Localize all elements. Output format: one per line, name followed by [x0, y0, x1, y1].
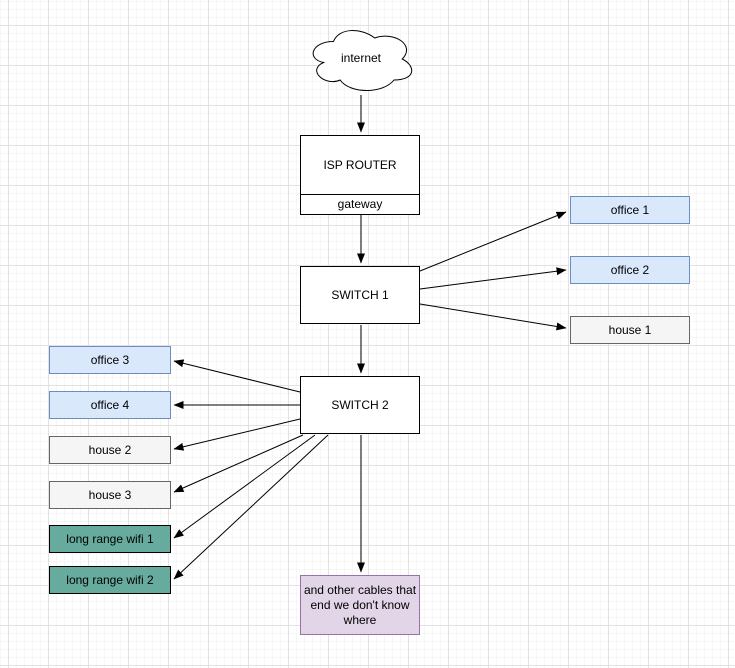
node-office-1[interactable]: office 1: [570, 196, 690, 224]
node-switch-2[interactable]: SWITCH 2: [300, 376, 420, 434]
node-label: office 2: [610, 262, 650, 277]
node-house-3[interactable]: house 3: [49, 481, 171, 509]
node-isp-router[interactable]: ISP ROUTER gateway: [300, 135, 420, 215]
node-house-2[interactable]: house 2: [49, 436, 171, 464]
node-switch-1[interactable]: SWITCH 1: [300, 266, 420, 324]
node-label: SWITCH 1: [331, 287, 389, 302]
node-label: office 3: [90, 352, 130, 367]
node-label: office 1: [610, 202, 650, 217]
node-label: house 3: [88, 487, 132, 502]
router-gateway-section[interactable]: gateway: [301, 194, 419, 214]
node-label: house 1: [608, 322, 652, 337]
node-long-range-wifi-1[interactable]: long range wifi 1: [49, 525, 171, 553]
node-long-range-wifi-2[interactable]: long range wifi 2: [49, 566, 171, 594]
router-label-area: ISP ROUTER: [301, 136, 419, 194]
node-office-4[interactable]: office 4: [49, 391, 171, 419]
node-sublabel: gateway: [337, 197, 383, 212]
node-label: ISP ROUTER: [323, 157, 397, 172]
internet-cloud[interactable]: [312, 30, 413, 91]
node-label: office 4: [90, 397, 130, 412]
edge-switch2-house2[interactable]: [173, 418, 301, 451]
node-label: long range wifi 2: [66, 572, 154, 587]
node-label: long range wifi 1: [66, 531, 154, 546]
node-label: house 2: [88, 442, 132, 457]
edge-switch2-office3[interactable]: [173, 359, 301, 393]
edge-switch2-house3[interactable]: [173, 434, 304, 493]
node-unknown-cables-note[interactable]: and other cables that end we don't know …: [300, 575, 420, 635]
node-office-3[interactable]: office 3: [49, 346, 171, 374]
node-label: SWITCH 2: [331, 397, 389, 412]
node-office-2[interactable]: office 2: [570, 256, 690, 284]
edge-switch1-house1[interactable]: [419, 303, 567, 331]
edge-switch2-wifi1[interactable]: [173, 434, 316, 539]
node-label: and other cables that end we don't know …: [303, 582, 417, 627]
edge-switch2-wifi2[interactable]: [173, 434, 329, 580]
node-house-1[interactable]: house 1: [570, 316, 690, 344]
edge-switch1-office2[interactable]: [419, 267, 567, 290]
edge-switch1-office1[interactable]: [419, 211, 567, 272]
